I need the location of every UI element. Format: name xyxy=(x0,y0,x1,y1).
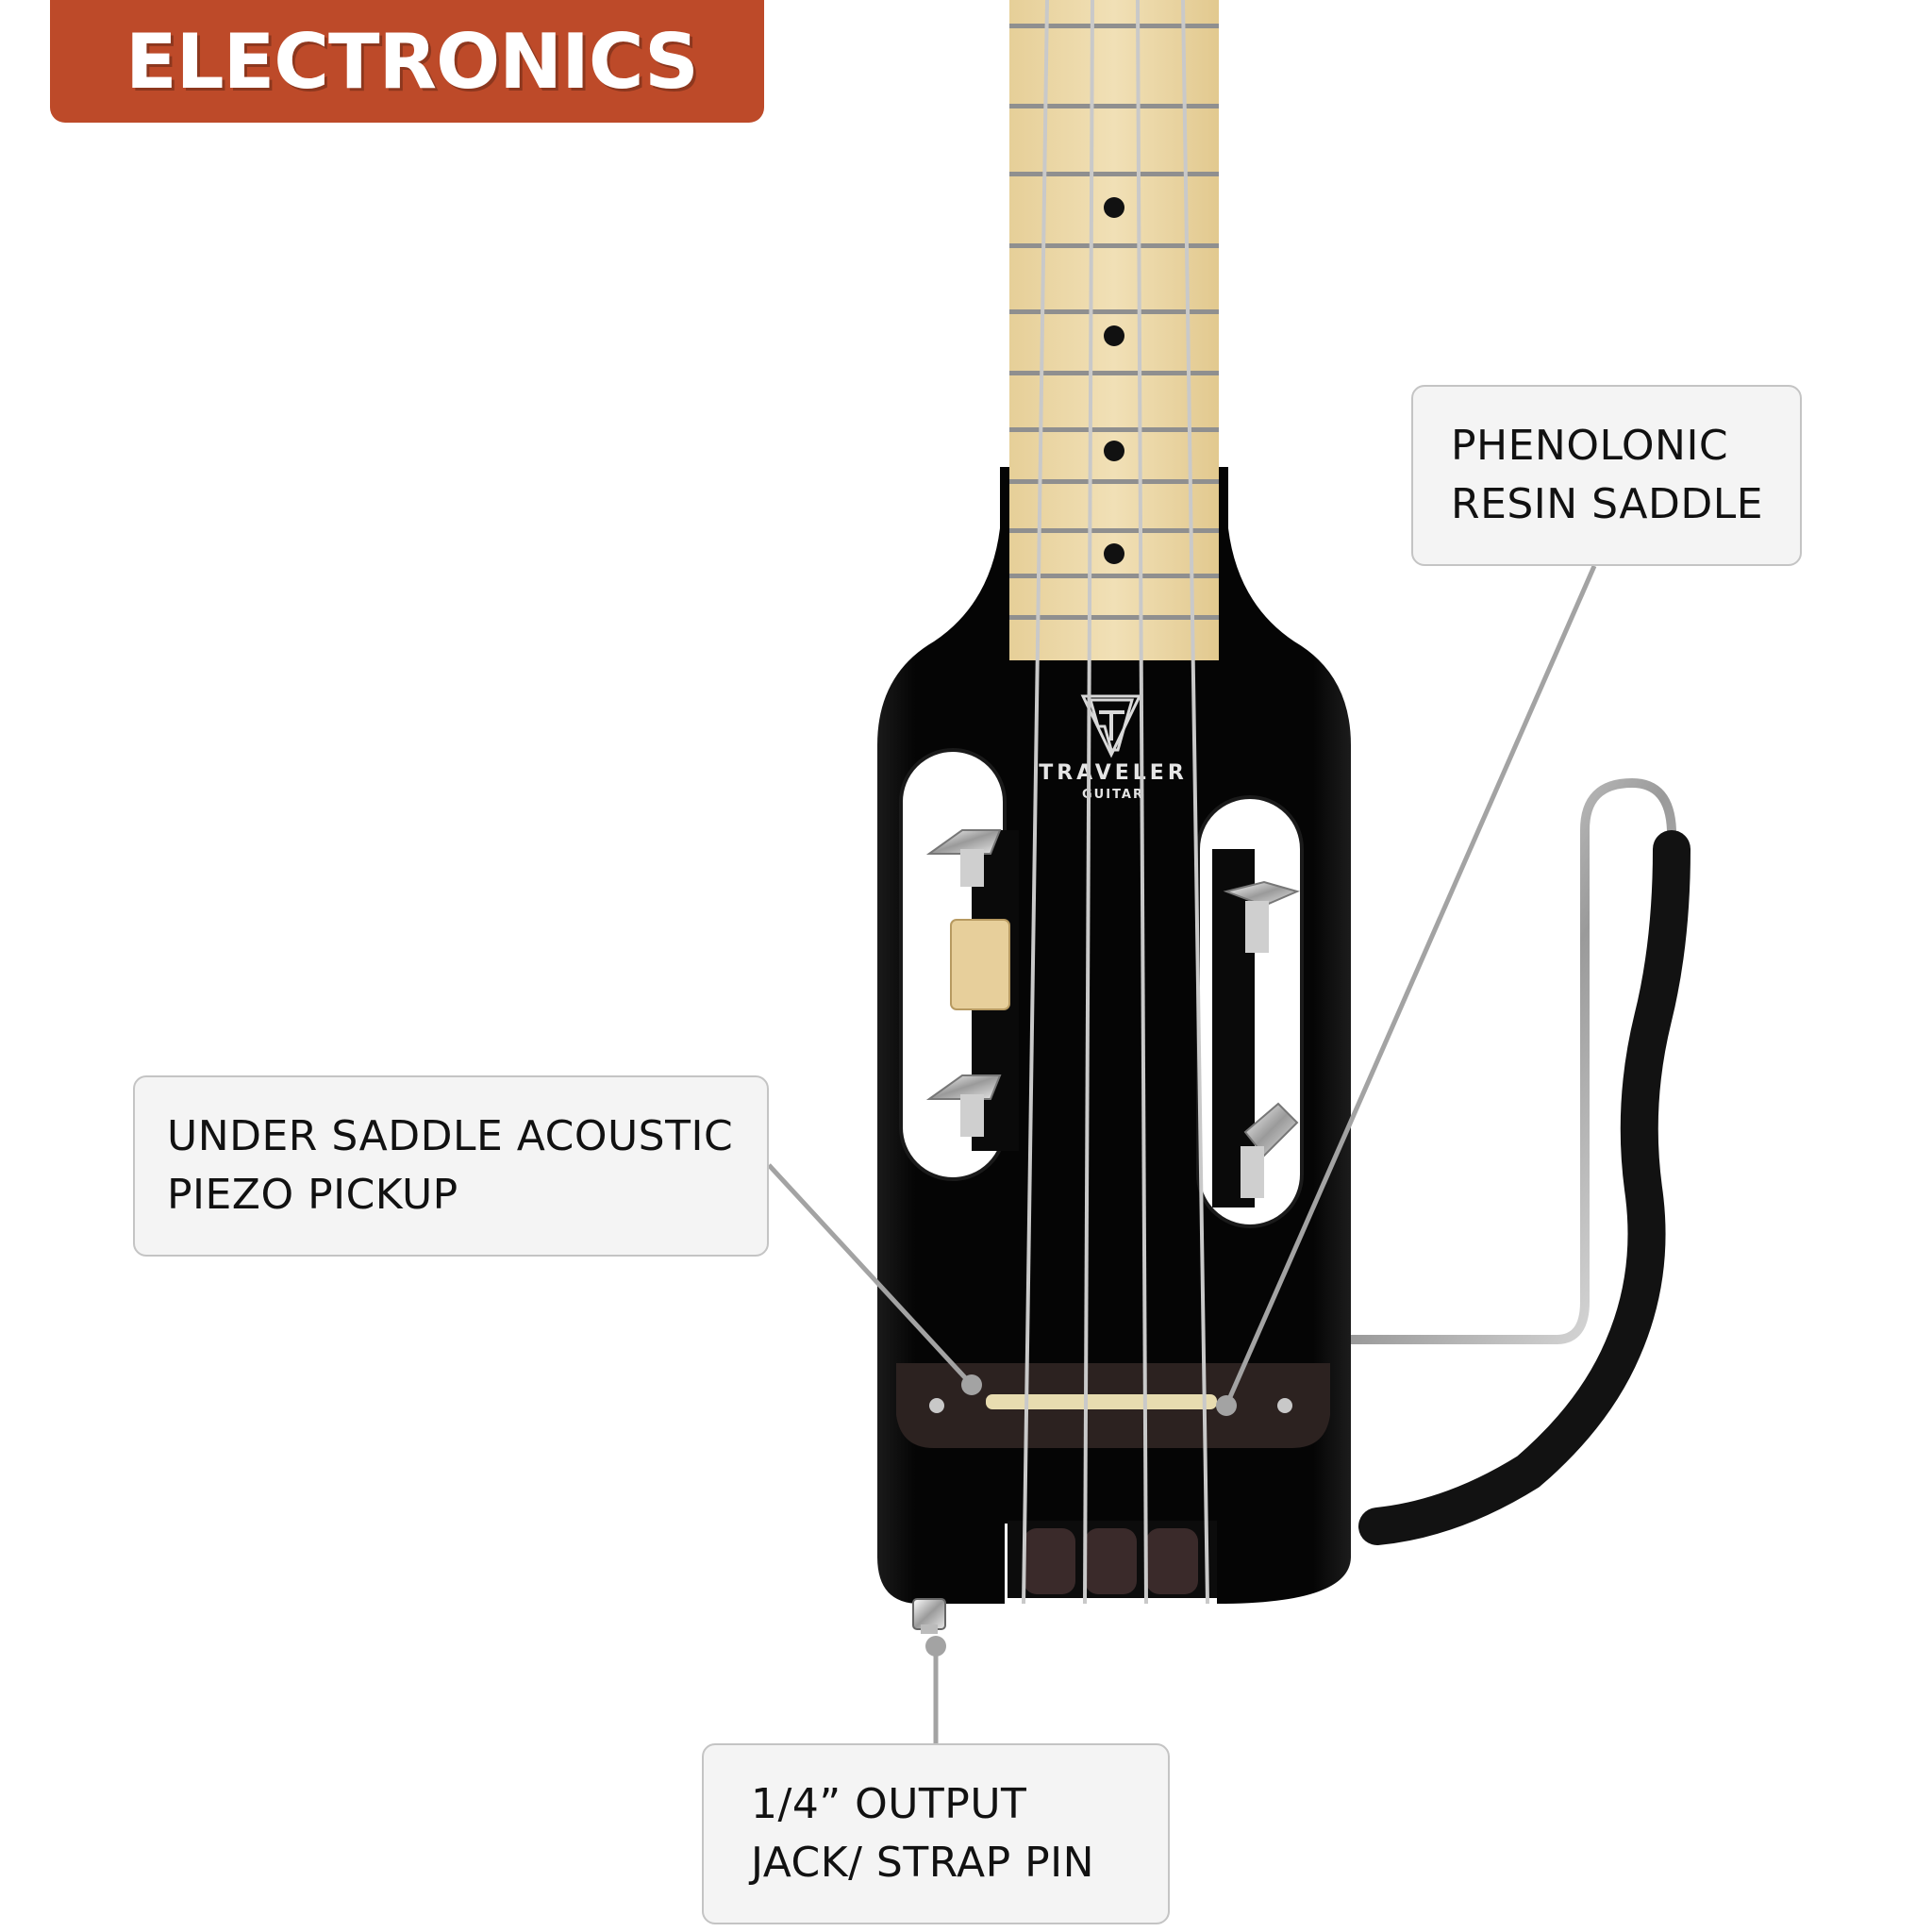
callout-piezo-pickup-line2: PIEZO PICKUP xyxy=(167,1171,458,1219)
fret xyxy=(1009,479,1219,484)
fret xyxy=(1009,615,1219,620)
section-title: ELECTRONICS xyxy=(125,17,699,106)
section-banner: ELECTRONICS xyxy=(50,0,764,123)
fret-marker xyxy=(1104,325,1124,346)
left-tuners xyxy=(925,829,1019,1151)
fret-marker xyxy=(1104,441,1124,461)
fret xyxy=(1009,427,1219,432)
string-anchor-rollers xyxy=(1008,1521,1217,1598)
string xyxy=(1181,0,1209,1605)
fret xyxy=(1009,574,1219,578)
fret xyxy=(1009,243,1219,248)
callout-output-jack-line1: 1/4” OUTPUT xyxy=(751,1780,1027,1828)
brand-subname: GUITAR xyxy=(1082,788,1144,802)
brand-logo: TRAVELER GUITAR xyxy=(1039,694,1188,802)
string xyxy=(1083,0,1094,1605)
output-jack-icon xyxy=(912,1598,946,1634)
callout-output-jack-line2: JACK/ STRAP PIN xyxy=(751,1839,1095,1887)
fret xyxy=(1009,104,1219,108)
callout-resin-saddle-line2: RESIN SADDLE xyxy=(1451,480,1764,528)
callout-resin-saddle: PHENOLONIC RESIN SADDLE xyxy=(1411,385,1802,566)
fret xyxy=(1009,24,1219,28)
strings xyxy=(1022,0,1209,1605)
callout-piezo-pickup: UNDER SADDLE ACOUSTIC PIEZO PICKUP xyxy=(133,1075,769,1257)
callout-leaders xyxy=(767,564,1597,1743)
guitar-body xyxy=(877,467,1351,1604)
fret-markers xyxy=(1104,197,1124,564)
bridge xyxy=(896,1363,1330,1448)
right-tuners xyxy=(1212,849,1300,1208)
callout-output-jack: 1/4” OUTPUT JACK/ STRAP PIN xyxy=(702,1743,1170,1924)
string xyxy=(1022,0,1049,1605)
fret xyxy=(1009,309,1219,314)
brand-name: TRAVELER xyxy=(1039,761,1188,785)
callout-resin-saddle-line1: PHENOLONIC xyxy=(1451,422,1729,470)
fret-marker xyxy=(1104,543,1124,564)
fret xyxy=(1009,528,1219,533)
saddle xyxy=(986,1394,1217,1409)
frets xyxy=(1009,24,1219,620)
leg-rest xyxy=(1346,777,1690,1545)
fret-marker xyxy=(1104,197,1124,218)
fret xyxy=(1009,371,1219,375)
callout-piezo-pickup-line1: UNDER SADDLE ACOUSTIC xyxy=(167,1112,734,1160)
string xyxy=(1136,0,1148,1605)
fret xyxy=(1009,172,1219,176)
